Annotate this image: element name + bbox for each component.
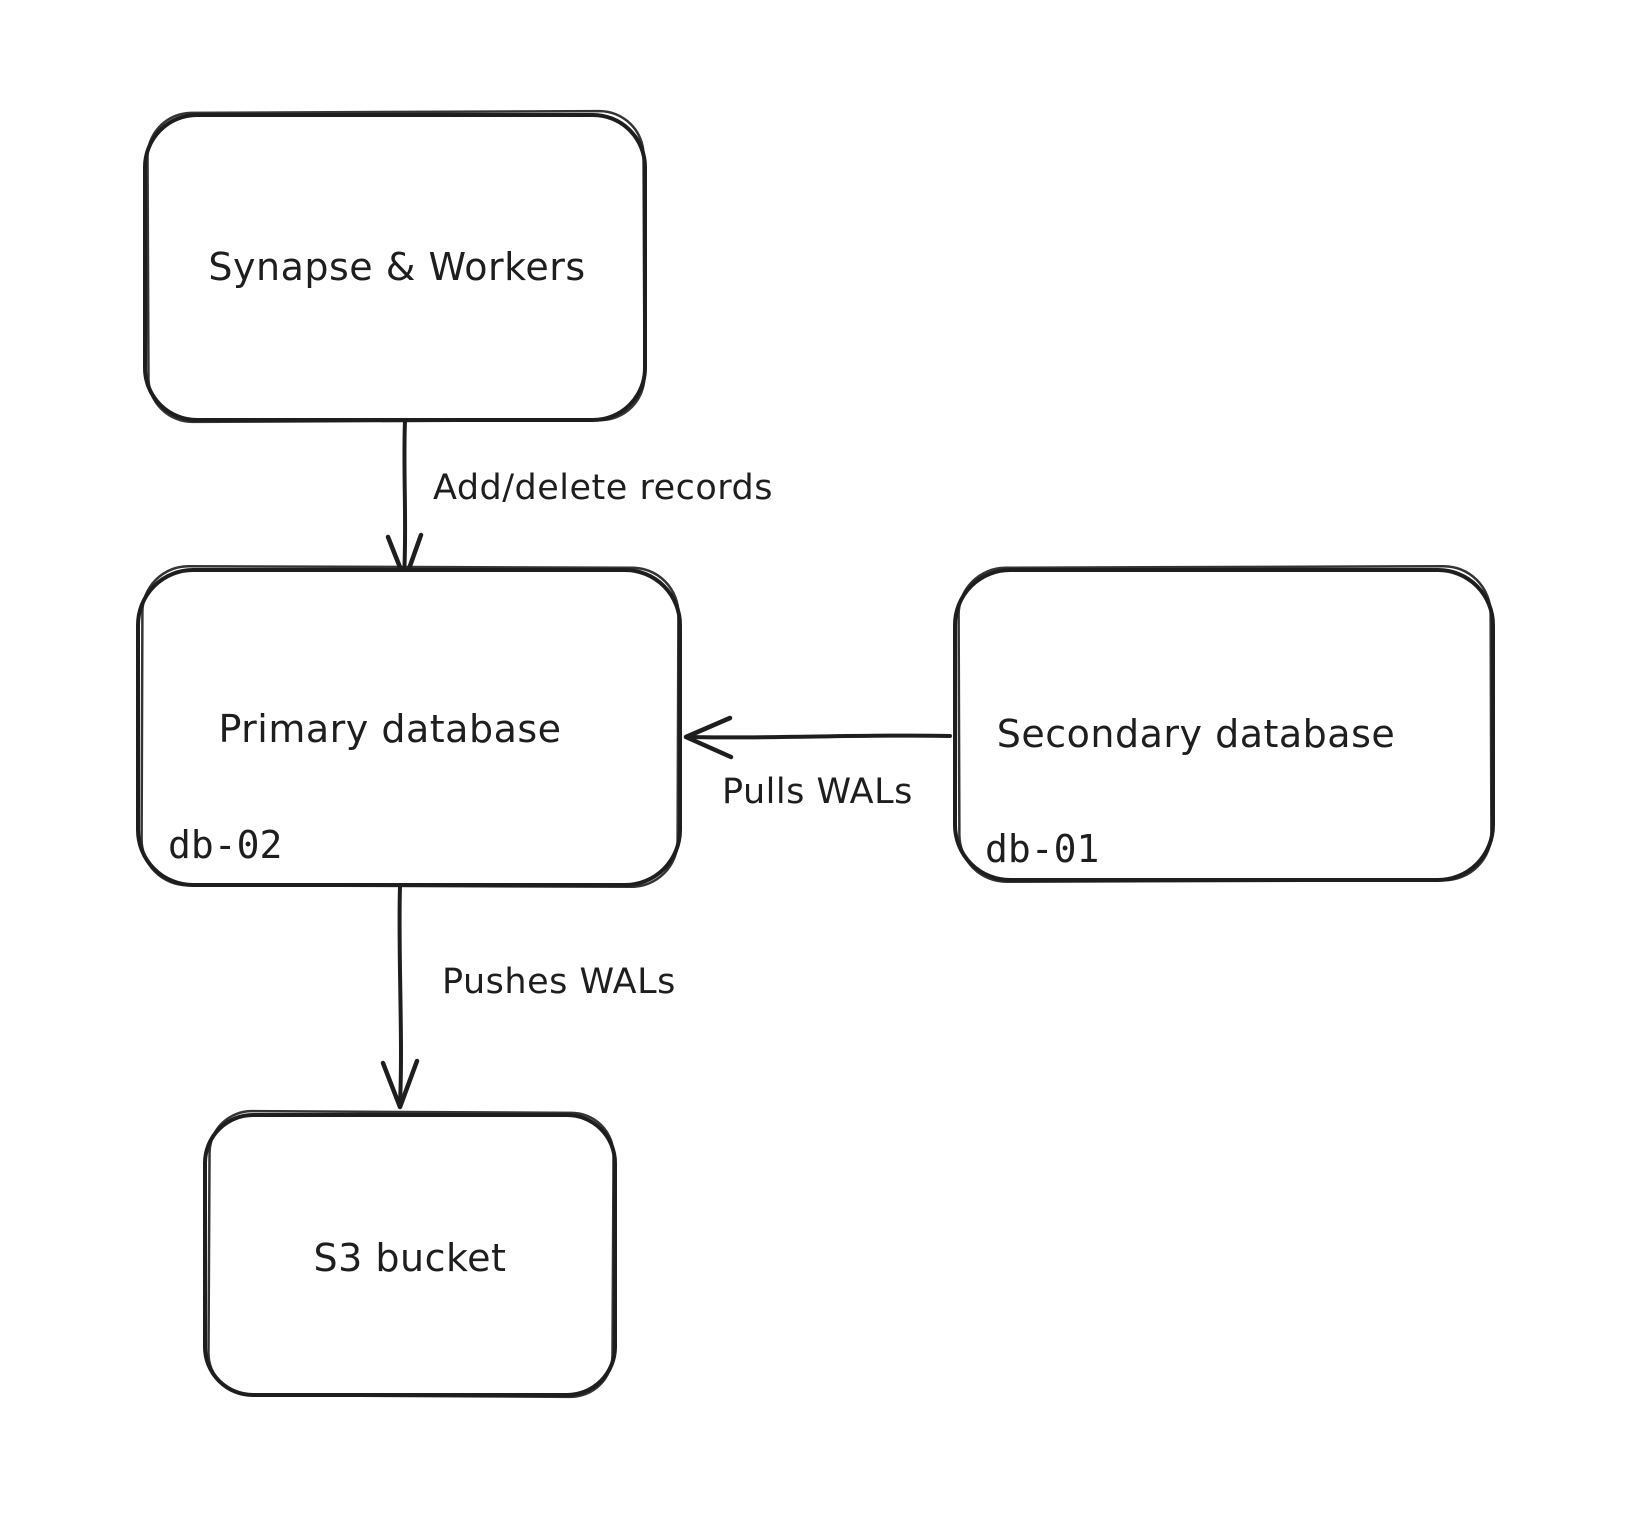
node-secondary-database-label: Secondary database	[997, 712, 1396, 756]
node-synapse-workers-label: Synapse & Workers	[208, 245, 585, 289]
node-secondary-database-sketch-stroke	[957, 564, 1493, 884]
node-secondary-database-sublabel: db-01	[985, 827, 1099, 871]
edge-primary-to-s3: Pushes WALs	[380, 885, 676, 1110]
edge-synapse-to-primary-label: Add/delete records	[433, 468, 773, 508]
node-primary-database-sketch-stroke	[140, 564, 680, 889]
edge-secondary-to-primary-label: Pulls WALs	[722, 772, 913, 812]
edge-synapse-to-primary-line	[402, 419, 408, 578]
node-synapse-workers-sketch-stroke	[146, 109, 646, 424]
edge-primary-to-s3-line	[397, 885, 403, 1105]
node-primary-database-sublabel: db-02	[168, 823, 282, 867]
edge-secondary-to-primary-arrowhead-icon	[683, 715, 734, 760]
edge-synapse-to-primary: Add/delete records	[385, 419, 773, 583]
node-synapse-workers: Synapse & Workers	[143, 109, 647, 424]
edge-secondary-to-primary-line	[690, 733, 952, 740]
node-s3-bucket-label: S3 bucket	[314, 1236, 507, 1280]
node-s3-bucket-sketch-stroke	[207, 1109, 615, 1399]
edge-secondary-to-primary: Pulls WALs	[683, 715, 952, 812]
node-primary-database-label: Primary database	[218, 707, 561, 751]
edge-primary-to-s3-label: Pushes WALs	[442, 962, 676, 1002]
edge-primary-to-s3-arrowhead-icon	[380, 1058, 420, 1110]
node-s3-bucket: S3 bucket	[203, 1109, 617, 1399]
node-secondary-database: Secondary database db-01	[953, 564, 1495, 884]
node-primary-database: Primary database db-02	[136, 564, 682, 889]
